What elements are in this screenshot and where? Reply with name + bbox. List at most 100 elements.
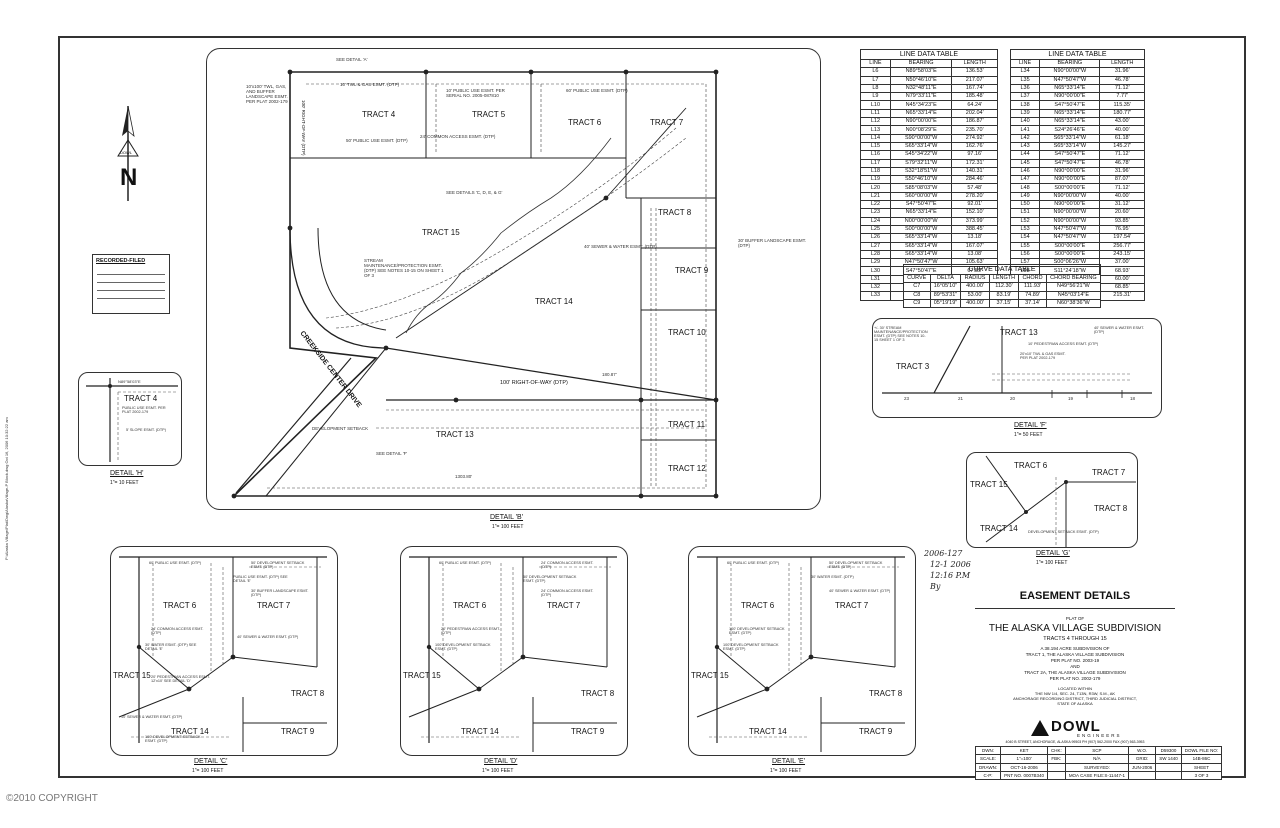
- table-cell: L10: [860, 100, 891, 110]
- table-cell: 112.30': [988, 282, 1020, 292]
- table-cell: C-P:: [974, 770, 1002, 781]
- table-cell: 43.00': [1099, 117, 1145, 127]
- firm-name: DOWL: [1051, 718, 1101, 735]
- detail-e-tract-label: TRACT 14: [749, 727, 787, 736]
- tract-15-label: TRACT 15: [422, 228, 460, 237]
- detail-b-drawing: [231, 69, 719, 499]
- table-cell: L18: [860, 166, 891, 177]
- detail-f-title: DETAIL 'F': [1014, 422, 1047, 429]
- table-cell: 37.00': [1099, 258, 1145, 268]
- table-cell: 71.12': [1099, 183, 1145, 193]
- table-cell: N90°00'00"E: [1039, 175, 1101, 185]
- easement-note: 50' DEVELOPMENT SETBACK ESMT. (DTP): [251, 561, 305, 569]
- easement-note: 30' BUFFER LANDSCAPE ESMT. (DTP): [738, 238, 807, 248]
- col-header: CURVE: [903, 273, 931, 284]
- loc-line: ANCHORAGE RECORDING DISTRICT, THIRD JUDI…: [1013, 696, 1137, 701]
- dimension-label: 180.87': [602, 372, 617, 377]
- detail-g-tract-14: TRACT 14: [980, 524, 1018, 533]
- table-cell: 40.00': [1099, 125, 1145, 135]
- easement-note: 30' BUFFER LANDSCAPE ESMT. (DTP): [251, 589, 309, 597]
- detail-f-drawing: [882, 325, 1152, 398]
- table-cell: N65°33'14"E: [1039, 108, 1101, 119]
- table-cell: 197.54': [1099, 233, 1145, 243]
- table-cell: N49°56'21"W: [1045, 282, 1102, 292]
- location-description: LOCATED WITHIN THE NW 1/4, SEC. 24, T13N…: [975, 686, 1175, 706]
- detail-e-tract-label: TRACT 7: [835, 601, 869, 610]
- table-cell: 152.10': [951, 208, 998, 218]
- table-cell: L42: [1009, 133, 1041, 143]
- col-header: LENGTH: [988, 273, 1020, 284]
- detail-d-tract-label: TRACT 15: [403, 671, 441, 680]
- easement-note: 40' SEWER & WATER ESMT. (DTP): [1094, 326, 1145, 334]
- creek-line: [405, 137, 612, 334]
- tract-5-label: TRACT 5: [472, 110, 506, 119]
- desc-line: PER PLAT NO. 2003-19: [1050, 658, 1100, 663]
- detail-h-title: DETAIL 'H': [110, 470, 144, 477]
- easement-note: 10' PEDESTRIAN ACCESS ESMT. (DTP): [1028, 342, 1099, 346]
- detail-c-tract-label: TRACT 6: [163, 601, 197, 610]
- table-cell: S50°46'10"W: [889, 175, 953, 185]
- table-cell: S79°32'11"W: [889, 158, 953, 168]
- easement-note: 20' PEDESTRIAN ACCESS ESMT. 12'x10' SEE …: [151, 675, 210, 683]
- easement-note: 60' PUBLIC USE ESMT. (DTP): [727, 561, 779, 565]
- table-cell: 92.01': [951, 200, 998, 210]
- table-cell: N79°33'11"E: [889, 92, 953, 102]
- table-cell: N45°03'14"E: [1045, 290, 1102, 300]
- table-cell: L29: [860, 258, 891, 268]
- detail-c-tract-label: TRACT 8: [291, 689, 325, 698]
- detail-g-tract-15: TRACT 15: [970, 480, 1008, 489]
- table-cell: 61.18': [1099, 133, 1145, 143]
- north-arrow: DOWL N: [108, 105, 148, 206]
- table-cell: L16: [860, 150, 891, 160]
- table-cell: S47°50'47"E: [889, 200, 953, 210]
- table-cell: L26: [860, 233, 891, 243]
- table-cell: 74.89': [1018, 290, 1047, 300]
- line-table-2-title: LINE DATA TABLE: [1010, 49, 1145, 59]
- table-cell: L12: [860, 117, 891, 127]
- table-cell: L37: [1009, 92, 1041, 102]
- detail-f-tract-3: TRACT 3: [896, 362, 930, 371]
- table-cell: L8: [860, 83, 891, 94]
- table-cell: 400.00': [960, 298, 990, 309]
- table-cell: S60°00'00"W: [889, 191, 953, 202]
- table-cell: CHK:: [1047, 745, 1066, 756]
- table-cell: N90°00'00"E: [1039, 92, 1101, 102]
- detail-b-frame: [206, 48, 821, 510]
- title-block: EASEMENT DETAILS PLAT OF THE ALASKA VILL…: [974, 582, 1223, 781]
- table-cell: SCP: [1064, 745, 1130, 756]
- table-cell: L7: [860, 75, 891, 85]
- see-detail-a: SEE DETAIL 'A': [336, 57, 368, 62]
- table-cell: S00°00'00"E: [1039, 183, 1101, 193]
- table-cell: 13.08': [951, 249, 998, 260]
- table-cell: C7: [903, 282, 931, 292]
- detail-f-lot: 18: [1130, 396, 1136, 401]
- table-cell: N/A: [1064, 754, 1130, 764]
- tract-13-label: TRACT 13: [436, 430, 474, 439]
- easement-note: 50' PUBLIC USE ESMT. (DTP): [346, 138, 408, 143]
- table-cell: 172.31': [951, 158, 998, 168]
- boundary-line: [232, 71, 717, 497]
- table-cell: 217.07': [951, 75, 998, 85]
- table-cell: N47°50'47"W: [1039, 75, 1101, 85]
- line-table-1-title: LINE DATA TABLE: [860, 49, 998, 59]
- table-cell: 1"=100': [1000, 754, 1049, 764]
- table-cell: 185.48': [951, 92, 998, 102]
- table-cell: N45°34'23"E: [889, 100, 953, 110]
- firm-address: 4040 B STREET, ANCHORAGE, ALASKA 99503 P…: [1005, 740, 1145, 744]
- table-cell: [1128, 770, 1157, 781]
- table-cell: S65°33'14"W: [889, 141, 953, 152]
